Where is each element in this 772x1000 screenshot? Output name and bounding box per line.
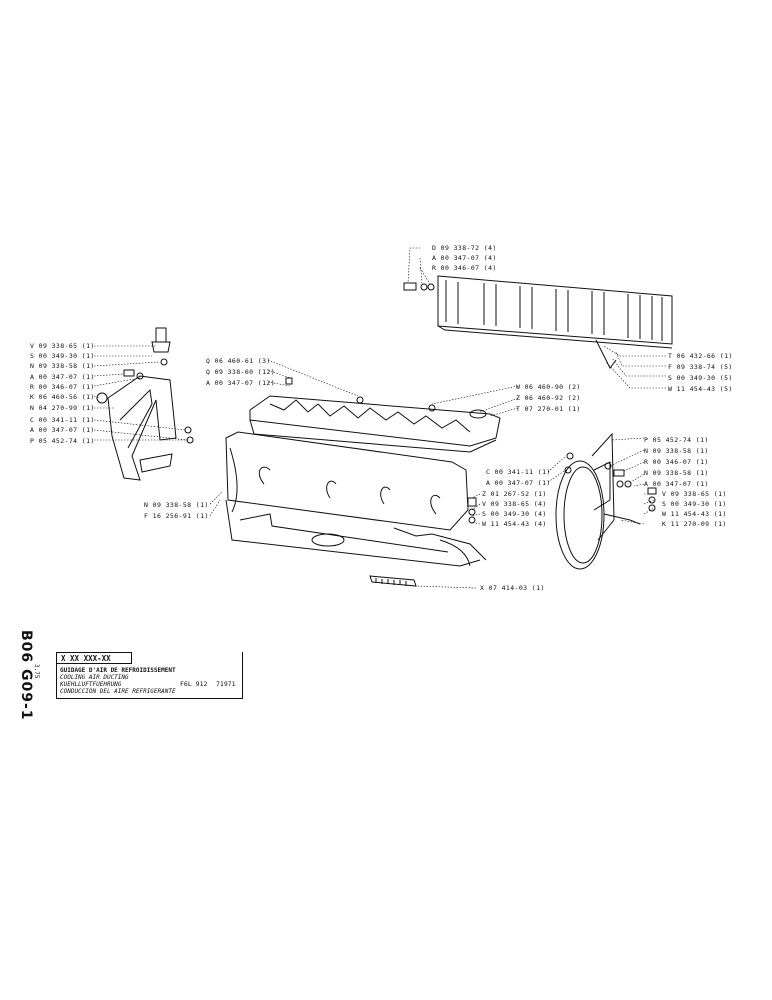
part-label: R 00 346-07 (1) xyxy=(30,383,95,391)
left-bracket xyxy=(96,327,194,481)
screw-top-left xyxy=(403,282,435,291)
part-label: K 06 460-56 (1) xyxy=(30,393,95,401)
part-label: T 06 432-66 (1) xyxy=(668,352,733,360)
title-es: CONDUCCION DEL AIRE REFRIGERANTE xyxy=(60,688,176,695)
part-label: A 00 347-07 (1) xyxy=(486,479,551,487)
part-label: N 09 338-58 (1) xyxy=(644,469,709,477)
part-label: W 11 454-43 (4) xyxy=(482,520,547,528)
part-label: S 00 349-30 (1) xyxy=(30,352,95,360)
sheet-code: B06 G09-1 xyxy=(18,630,34,721)
part-label: A 00 347-07 (12) xyxy=(206,379,276,387)
main-air-duct xyxy=(225,431,487,567)
part-label: P 05 452-74 (1) xyxy=(644,436,709,444)
part-label: Q 09 338-60 (12) xyxy=(206,368,276,376)
sheet-reference: X XX XXX-XX xyxy=(56,652,132,664)
center-screws xyxy=(467,466,572,524)
part-label: S 00 349-30 (4) xyxy=(482,510,547,518)
part-label: N 09 338-58 (1) xyxy=(644,447,709,455)
engine-number: 71971 xyxy=(216,680,236,688)
part-label: C 00 341-11 (1) xyxy=(30,416,95,424)
part-label: S 00 349-30 (5) xyxy=(668,374,733,382)
part-label: P 05 452-74 (1) xyxy=(30,437,95,445)
part-label: A 00 347-07 (4) xyxy=(432,254,497,262)
part-label: D 09 338-72 (4) xyxy=(432,244,497,252)
part-label: W 06 460-90 (2) xyxy=(516,383,581,391)
part-label: W 11 454-43 (5) xyxy=(668,385,733,393)
part-label: Z 01 267-52 (1) xyxy=(482,490,547,498)
part-label: A 00 347-07 (1) xyxy=(30,373,95,381)
part-label: Z 06 460-92 (2) xyxy=(516,394,581,402)
part-label: S 00 349-30 (1) xyxy=(662,500,727,508)
part-label: N 09 338-58 (1) xyxy=(144,501,209,509)
part-label: K 11 270-09 (1) xyxy=(662,520,727,528)
leader-lines xyxy=(93,247,666,589)
part-label: N 09 338-58 (1) xyxy=(30,362,95,370)
part-label: W 11 454-43 (1) xyxy=(662,510,727,518)
part-label: A 00 347-07 (1) xyxy=(644,480,709,488)
part-label: V 09 338-65 (4) xyxy=(482,500,547,508)
part-label: R 00 346-07 (4) xyxy=(432,264,497,272)
part-label: C 00 341-11 (1) xyxy=(486,468,551,476)
title-fr: GUIDAGE D'AIR DE REFROIDISSEMENT xyxy=(60,667,176,674)
part-label: Q 06 460-61 (3) xyxy=(206,357,271,365)
part-label: X 07 414-03 (1) xyxy=(480,584,545,592)
part-label: F 16 256-91 (1) xyxy=(144,512,209,520)
engine-model: F6L 912 xyxy=(180,680,208,688)
part-label: F 09 338-74 (5) xyxy=(668,363,733,371)
right-ring xyxy=(555,432,657,570)
part-label: N 04 270-99 (1) xyxy=(30,404,95,412)
part-label: A 00 347-07 (1) xyxy=(30,426,95,434)
part-label: V 09 338-65 (1) xyxy=(662,490,727,498)
title-block xyxy=(56,652,243,699)
sheet-date: 3.75 xyxy=(33,664,40,679)
part-label: V 09 338-65 (1) xyxy=(30,342,95,350)
part-label: T 07 270-01 (1) xyxy=(516,405,581,413)
title-de: KUEHLLUFTFUEHRUNG xyxy=(60,681,122,688)
top-comb-plates xyxy=(249,377,501,453)
louvred-shroud xyxy=(437,275,673,369)
bottom-strip xyxy=(369,575,417,587)
title-en: COOLING AIR DUCTING xyxy=(60,674,129,681)
part-label: R 00 346-07 (1) xyxy=(644,458,709,466)
